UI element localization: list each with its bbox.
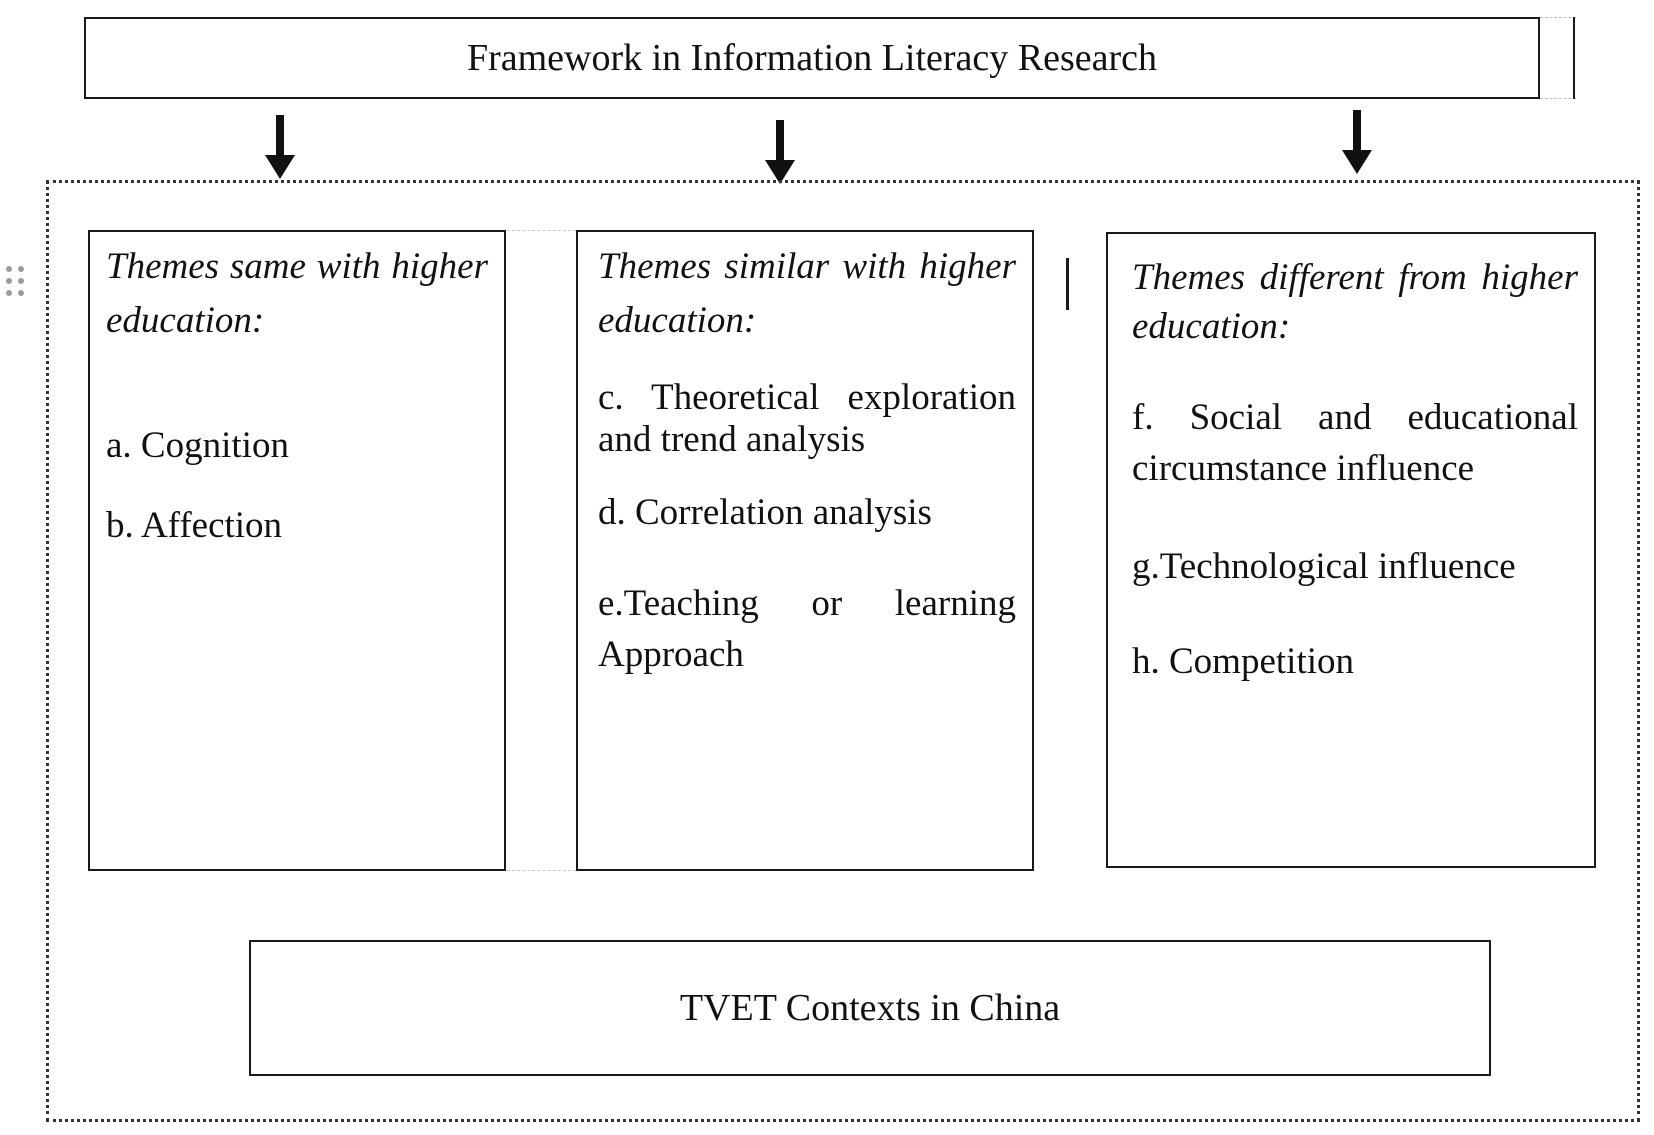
themes-same-box: Themes same with higher education: a. Co…	[88, 230, 506, 871]
outer-dotted-container	[46, 180, 1640, 1122]
themes-different-title: Themes different from higher education:	[1132, 257, 1578, 347]
down-arrow-icon	[1342, 110, 1372, 174]
themes-similar-box: Themes similar with higher education: c.…	[576, 230, 1034, 871]
down-arrow-icon	[765, 120, 795, 184]
themes-same-title: Themes same with higher education:	[106, 246, 488, 341]
framework-title-box: Framework in Information Literacy Resear…	[84, 17, 1540, 99]
theme-item-cognition: a. Cognition	[106, 425, 289, 467]
theme-item-technological-influence: g.Technological influence	[1132, 545, 1516, 587]
theme-item-affection: b. Affection	[106, 504, 283, 546]
framework-title: Framework in Information Literacy Resear…	[466, 37, 1158, 79]
text-cursor	[1066, 258, 1069, 310]
themes-different-box: Themes different from higher education: …	[1106, 232, 1596, 868]
down-arrow-icon	[265, 115, 295, 179]
framework-box-right-edge	[1573, 17, 1575, 99]
theme-item-social-influence: f. Social and educational circumstance i…	[1132, 396, 1578, 489]
ghost-connector-bottom	[507, 870, 576, 871]
theme-item-competition: h. Competition	[1132, 641, 1354, 683]
theme-item-teaching-approach: e.Teaching or learning Approach	[598, 582, 1016, 676]
theme-item-theoretical-exploration: c. Theoretical exploration and trend ana…	[598, 377, 1016, 460]
ghost-connector-top	[507, 230, 576, 231]
framework-box-ghost-extension	[1540, 17, 1576, 99]
drag-handle-icon[interactable]	[6, 266, 30, 302]
theme-item-correlation-analysis: d. Correlation analysis	[598, 492, 932, 534]
tvet-context-box: TVET Contexts in China	[249, 940, 1491, 1076]
tvet-context-label: TVET Contexts in China	[679, 987, 1061, 1029]
themes-similar-title: Themes similar with higher education:	[598, 246, 1016, 341]
